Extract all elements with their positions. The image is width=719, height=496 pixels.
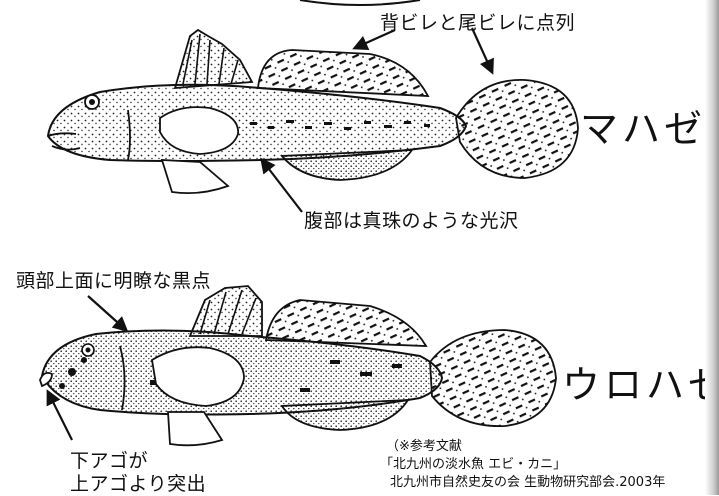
species-name-urohaze: ウロハゼ [562, 354, 719, 409]
page-edge-shadow [705, 0, 719, 495]
reference-heading: （※参考文献 [386, 438, 462, 456]
mahaze-fish-drawing [48, 30, 578, 193]
annotation-head-black-spots: 頭部上面に明瞭な黒点 [16, 266, 211, 293]
reference-book-title: 「北九州の淡水魚 エビ・カニ」 [380, 456, 566, 474]
top-edge-curve [300, 0, 420, 5]
annotation-dorsal-caudal-dots: 背ビレと尾ビレに点列 [380, 8, 575, 35]
annotation-lower-jaw-line2: 上アゴより突出 [70, 469, 206, 496]
reference-publisher: 北九州市自然史友の会 生動物研究部会.2003年 [390, 474, 665, 492]
annotation-belly-luster: 腹部は真珠のような光沢 [304, 206, 519, 233]
arrow-to-head-top [88, 296, 126, 330]
urohaze-fish-drawing [40, 286, 556, 445]
species-name-mahaze: マハゼ [580, 98, 706, 153]
